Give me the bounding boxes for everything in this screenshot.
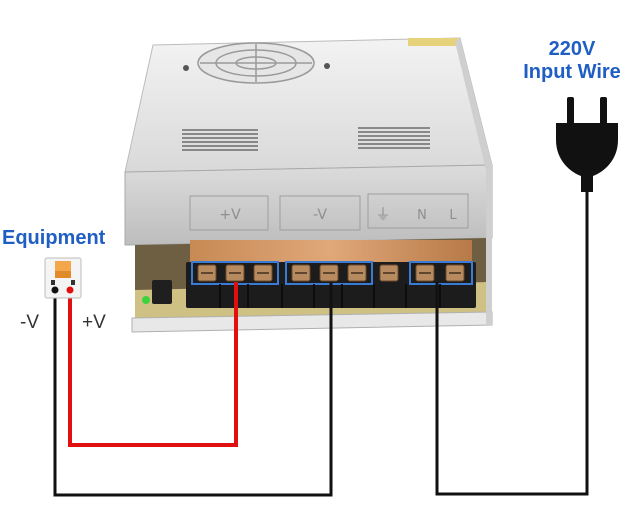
psu-front-bezel [124,164,493,246]
fan-grille [183,42,330,84]
equipment-label: Equipment [2,227,106,249]
negative-wire [53,282,333,497]
psu-side-edge [455,38,492,325]
copper-strip [190,240,472,262]
power-supply-unit: +V -V ⏚ N L [124,37,493,333]
top-vents-right [358,127,430,149]
top-vents-left [182,129,258,151]
positive-wire [68,282,238,447]
psu-label-positive: +V [219,207,241,223]
equipment-device-icon [44,257,82,299]
negative-terminal-label: -V [20,312,39,333]
input-wire-l [435,192,589,496]
input-wire-text: Input Wire [523,61,621,83]
terminal-screws [191,261,473,308]
power-plug-icon [556,97,618,192]
positive-terminal-label: +V [82,312,106,333]
top-sticker [408,38,458,46]
psu-label-negative: -V [313,207,327,223]
voltage-adjust-pot [152,280,172,304]
wires [53,192,589,497]
power-led [142,296,150,304]
psu-label-neutral: N [417,208,427,223]
ground-symbol-icon: ⏚ [375,205,390,223]
input-wire-label: 220V Input Wire [512,38,632,84]
psu-label-line: L [449,208,457,223]
input-voltage-text: 220V [548,38,596,60]
